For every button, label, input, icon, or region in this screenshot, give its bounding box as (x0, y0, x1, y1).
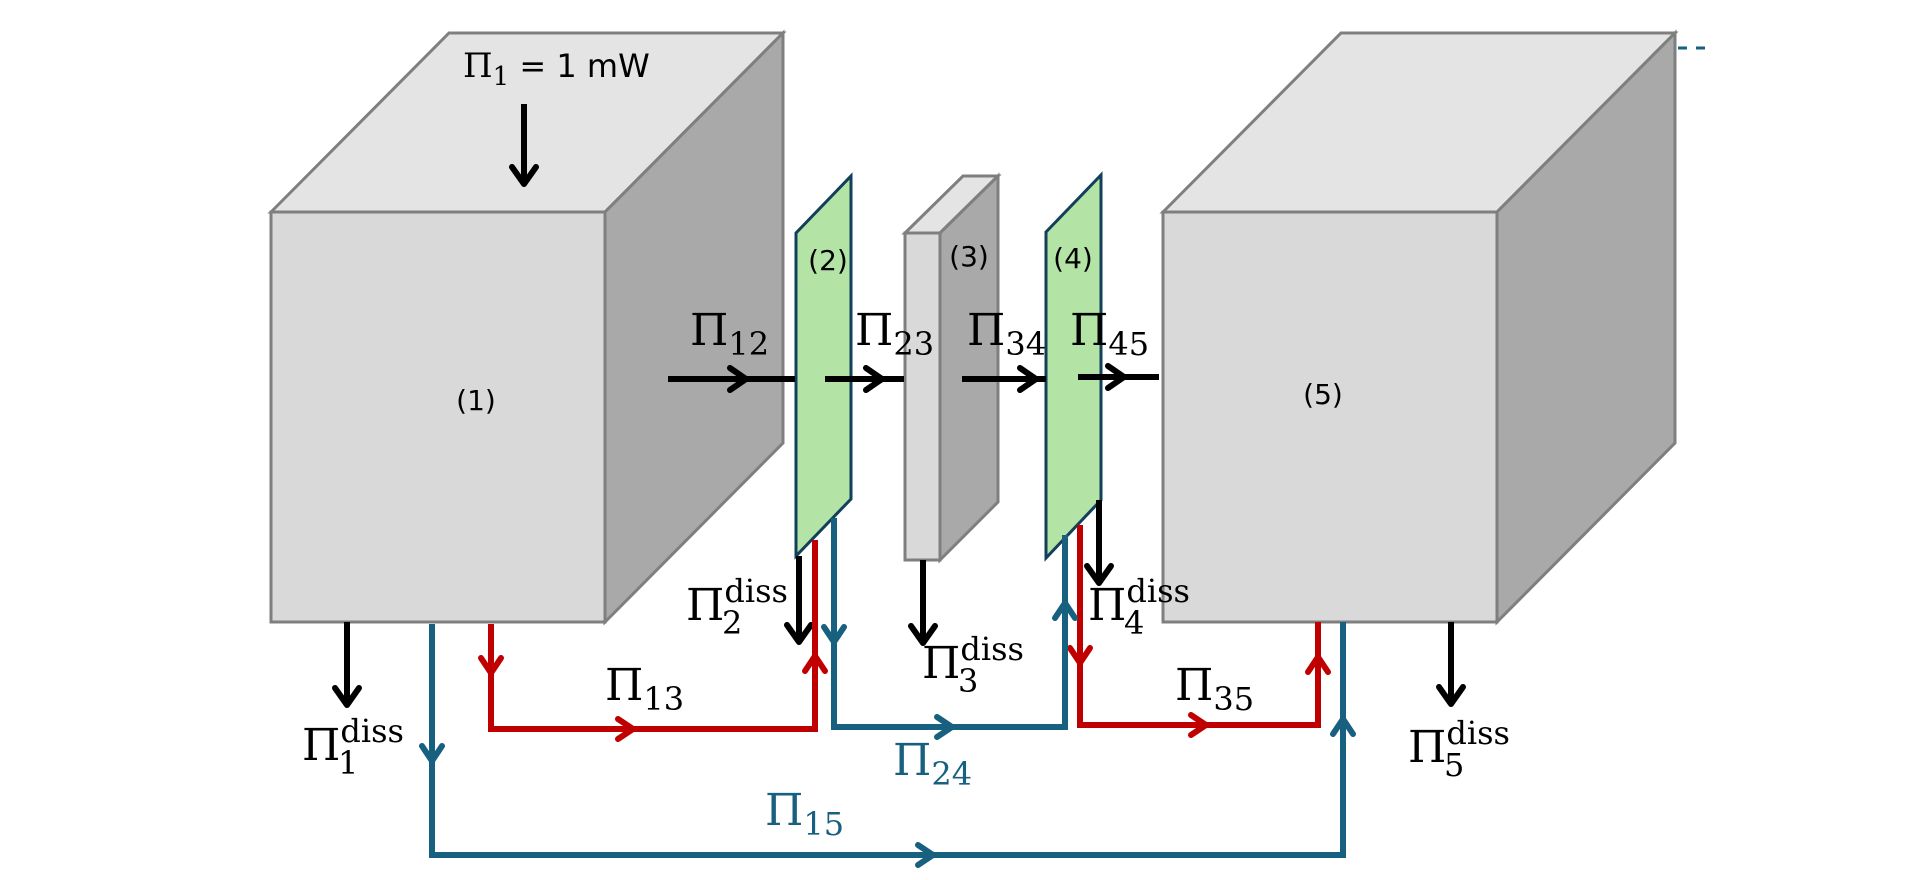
bypass-label-24: Π24 (893, 735, 972, 793)
cube-5: (5) (1159, 29, 1679, 626)
diss-arrow-4 (1084, 500, 1114, 586)
flow-label-45: Π45 (1070, 305, 1149, 363)
bypass-label-13: Π13 (605, 660, 684, 718)
flow-label-12: Π12 (690, 305, 769, 363)
flow-arrow-45 (1078, 363, 1159, 391)
source-arrow (509, 104, 539, 187)
block-3-label: (3) (949, 240, 989, 273)
plate-2-label: (2) (808, 244, 848, 277)
plate-4-label: (4) (1053, 242, 1093, 275)
flow-label-23: Π23 (855, 305, 934, 363)
plate-4: (4) (1044, 171, 1103, 562)
block-3: (3) (901, 172, 1002, 564)
flow-arrow-12 (668, 365, 795, 393)
bypass-label-15: Π15 (765, 785, 844, 843)
block-3-front-face (903, 231, 942, 562)
cube-1-label: (1) (456, 384, 496, 417)
diss-arrow-5 (1436, 622, 1466, 707)
plate-2: (2) (794, 172, 853, 560)
bypass-label-35: Π35 (1175, 660, 1254, 718)
cube-5-front-face (1161, 210, 1499, 624)
cube-5-label: (5) (1303, 378, 1343, 411)
cube-1-front-face (269, 210, 607, 624)
bypass-path-24 (821, 518, 1078, 740)
bypass-path-35 (1067, 525, 1331, 738)
diss-arrow-1 (332, 622, 362, 708)
diss-arrow-3 (908, 560, 938, 646)
source-power-label: Π1 = 1 mW (463, 46, 650, 92)
bypass-path-13 (478, 540, 828, 742)
flow-label-34: Π34 (967, 305, 1046, 363)
bypass-path-15 (419, 622, 1356, 868)
diss-arrow-2 (784, 556, 814, 645)
plate-2-shape (794, 172, 853, 560)
plate-4-shape (1044, 171, 1103, 562)
flow-arrow-23 (825, 365, 904, 393)
flow-arrow-34 (962, 365, 1046, 393)
block-3-side-face (938, 172, 1000, 564)
